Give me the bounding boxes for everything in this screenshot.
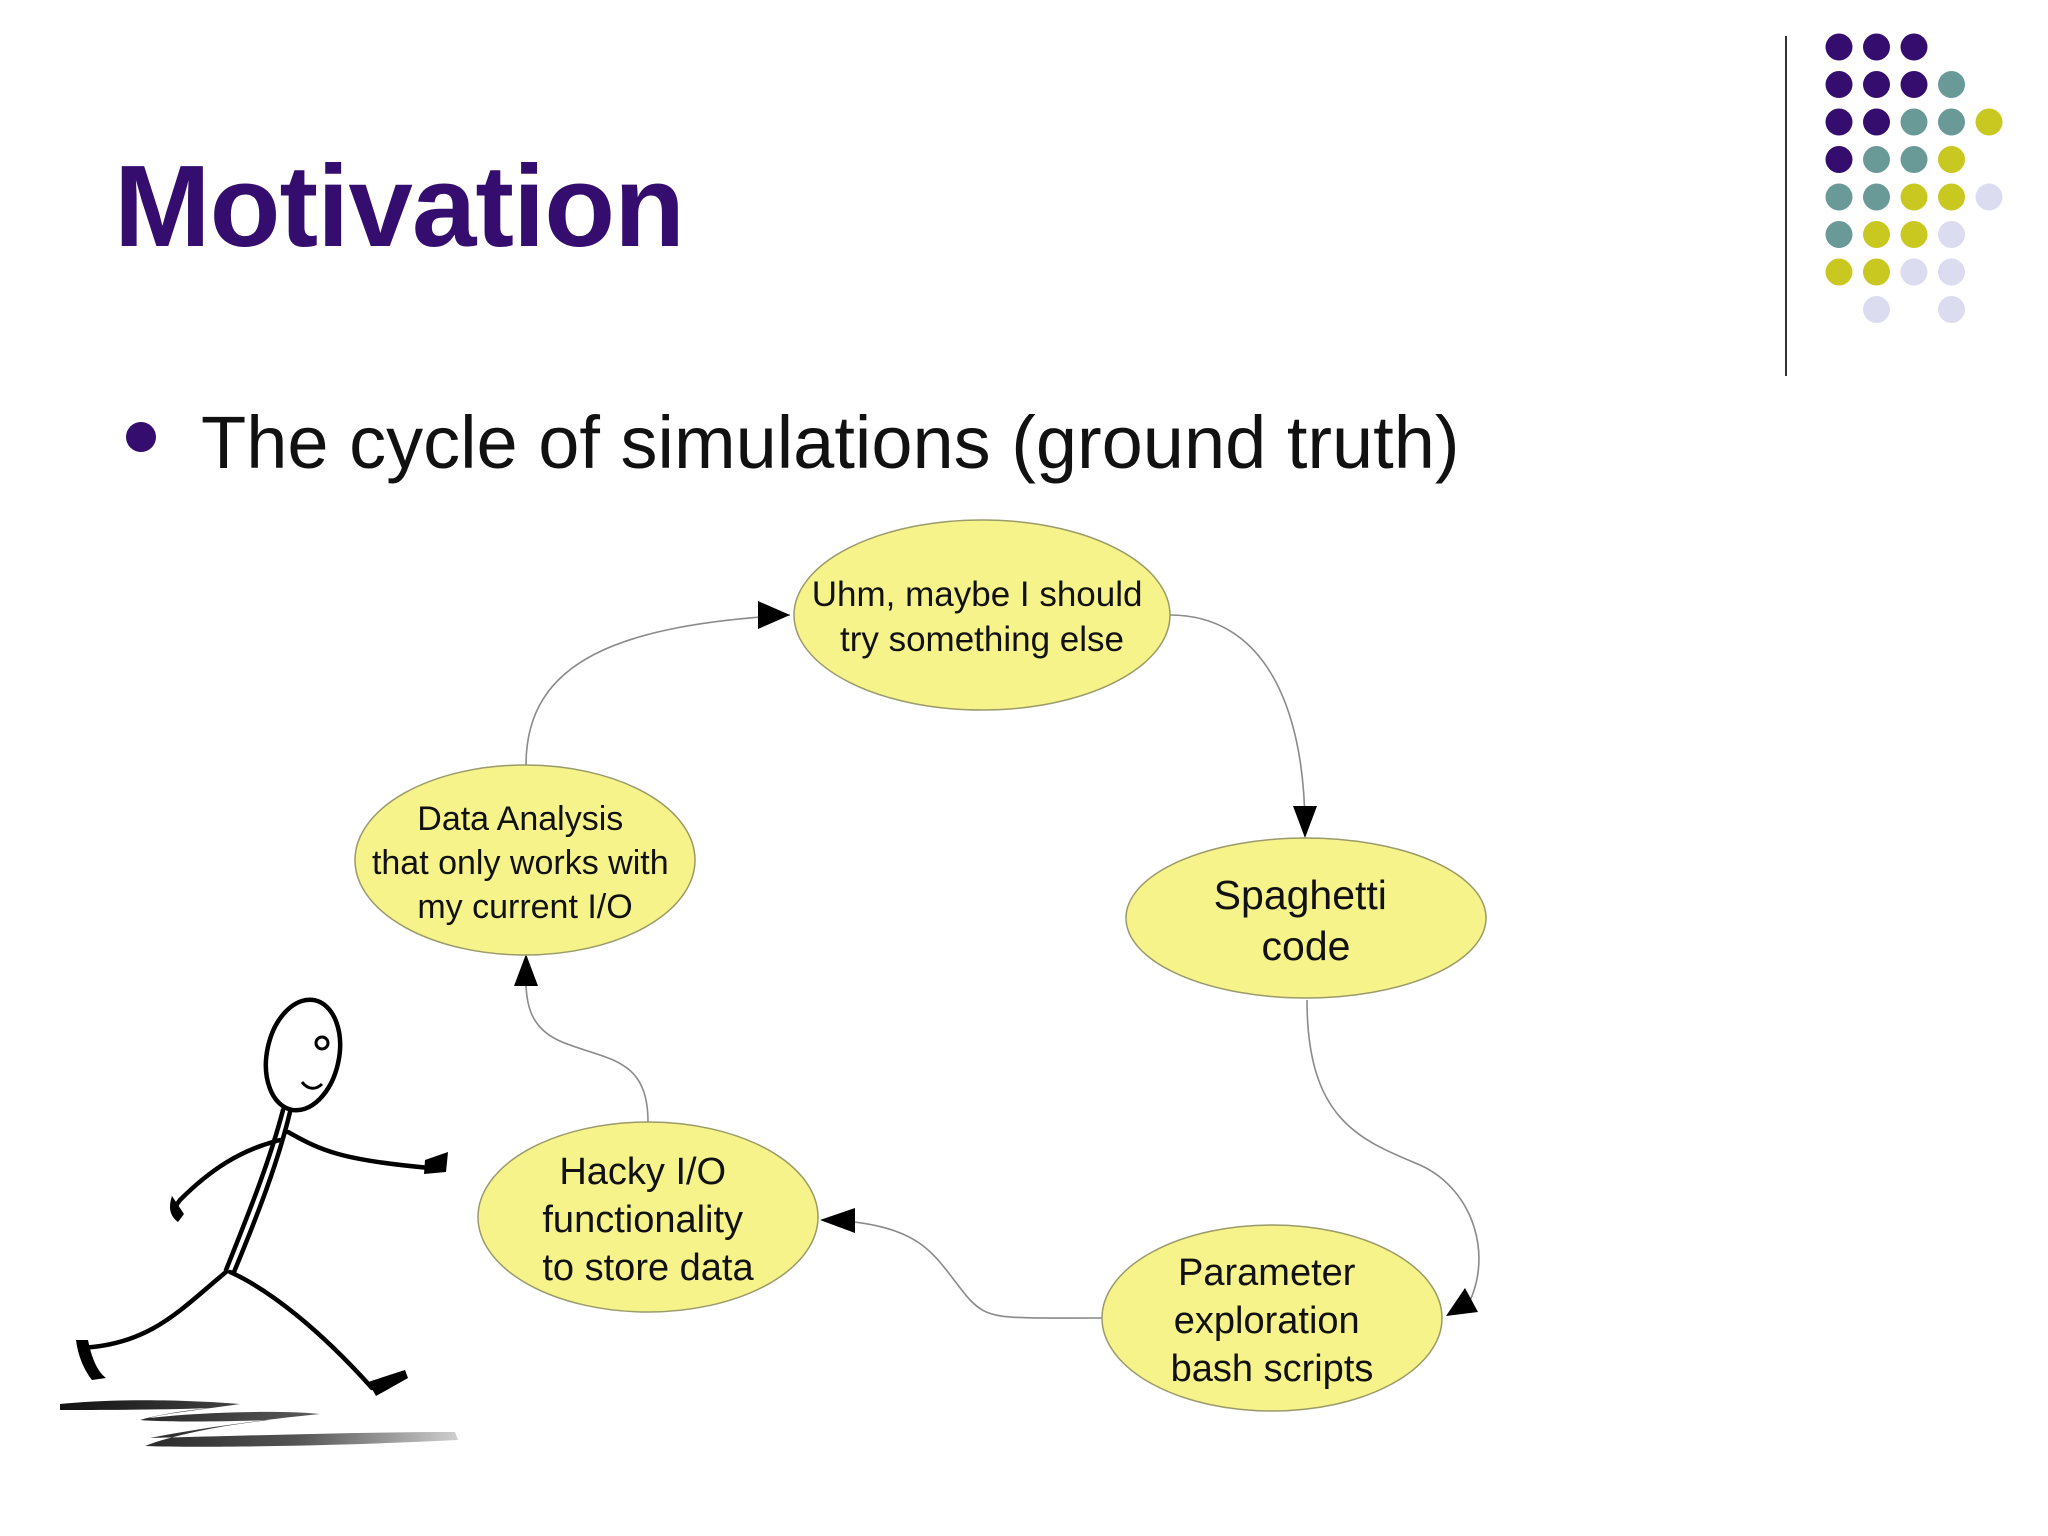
svg-text:Data Analysis that onl: Data Analysis that only works with my cu…: [372, 800, 678, 926]
connectors: [524, 614, 1480, 1319]
decor-dot: [1825, 33, 1853, 61]
node-parameter-line-2: exploration: [1174, 1300, 1360, 1342]
decor-dot: [1938, 221, 1965, 248]
decor-dot: [1938, 183, 1965, 211]
arrow-hacky-to-analysis: [524, 959, 649, 1123]
node-analysis-line-2: that only works with: [372, 844, 669, 882]
decor-dot: [1938, 71, 1965, 98]
decor-dot: [1863, 71, 1890, 98]
node-spaghetti: Spaghetti code: [1125, 837, 1487, 999]
decor-dot: [1863, 108, 1890, 136]
svg-text:Parameter exploration: Parameter exploration bash scripts: [1171, 1252, 1374, 1390]
svg-text:Hacky I/O functionalit: Hacky I/O functionality to store data: [542, 1151, 754, 1289]
figure-arm-back: [172, 1137, 283, 1221]
decor-dot: [1938, 296, 1965, 323]
figure-hand-front: [424, 1152, 448, 1174]
node-hacky-line-3: to store data: [542, 1247, 754, 1289]
decor-dot: [1900, 108, 1928, 136]
decor-dot: [1825, 71, 1853, 98]
decor-dot: [1900, 146, 1928, 173]
decor-dot: [1938, 108, 1965, 136]
slide-title: Motivation: [114, 141, 685, 271]
divider-line: [1785, 36, 1787, 376]
decor-dot: [1863, 221, 1890, 248]
figure-arm-front: [285, 1129, 433, 1171]
decor-dot: [1863, 258, 1890, 286]
node-spaghetti-line-1: Spaghetti: [1214, 872, 1387, 918]
decor-dot: [1863, 183, 1890, 211]
motion-shadow: [60, 1400, 458, 1447]
node-hacky: Hacky I/O functionality to store data: [477, 1121, 819, 1313]
decor-dot: [1863, 146, 1890, 173]
bullet-text: The cycle of simulations (ground truth): [201, 401, 1460, 484]
arrowhead-to-uhm: [758, 601, 790, 629]
arrowhead-to-spaghetti: [1293, 806, 1317, 838]
decor-dot: [1825, 183, 1853, 211]
figure-head: [263, 997, 343, 1113]
node-parameter-line-3: bash scripts: [1171, 1348, 1374, 1390]
decor-dot: [1938, 258, 1965, 286]
decor-dot: [1825, 146, 1853, 173]
decor-dot: [1975, 108, 2003, 136]
node-spaghetti-line-2: code: [1262, 923, 1351, 969]
node-analysis: Data Analysis that only works with my cu…: [354, 764, 696, 956]
decor-dot: [1825, 108, 1853, 136]
figure-body: [223, 1107, 286, 1273]
arrow-parameter-to-hacky: [829, 1219, 1103, 1319]
arrowheads: [514, 601, 1478, 1316]
figure-leg-back: [77, 1269, 229, 1351]
svg-text:Uhm, maybe I should tr: Uhm, maybe I should try something else: [812, 575, 1152, 659]
node-analysis-line-1: Data Analysis: [417, 800, 623, 838]
svg-text:Spaghetti code: Spaghetti code: [1214, 872, 1399, 969]
decor-dot: [1900, 183, 1928, 211]
decor-dot: [1938, 146, 1965, 173]
figure-foot-back: [76, 1340, 106, 1380]
node-uhm-line-2: try something else: [840, 620, 1124, 659]
running-stick-figure-icon: [60, 997, 458, 1447]
decor-dot: [1825, 221, 1853, 248]
decor-dot: [1863, 33, 1890, 61]
arrow-spaghetti-to-parameter: [1306, 999, 1480, 1311]
node-hacky-line-2: functionality: [542, 1199, 743, 1241]
arrow-uhm-to-spaghetti: [1169, 614, 1306, 831]
decor-dot: [1900, 221, 1928, 248]
node-parameter-line-1: Parameter: [1178, 1252, 1356, 1294]
figure-mouth: [300, 1081, 324, 1090]
figure-eye: [314, 1035, 330, 1051]
node-uhm: Uhm, maybe I should try something else: [793, 519, 1171, 711]
decor-dot: [1975, 183, 2003, 211]
node-parameter: Parameter exploration bash scripts: [1101, 1224, 1443, 1412]
arrowhead-to-parameter: [1446, 1288, 1478, 1316]
decor-dot: [1900, 33, 1928, 61]
node-hacky-line-1: Hacky I/O: [559, 1151, 726, 1193]
node-analysis-line-3: my current I/O: [417, 888, 632, 926]
bullet-icon: [126, 422, 156, 452]
figure-hand-back: [170, 1196, 184, 1222]
figure-leg-front: [227, 1269, 375, 1391]
figure-foot-front: [368, 1370, 408, 1396]
decor-dot: [1863, 296, 1890, 323]
decor-dot: [1900, 258, 1928, 286]
decor-dot: [1900, 71, 1928, 98]
arrow-analysis-to-uhm: [525, 614, 791, 766]
arrowhead-to-hacky: [820, 1208, 855, 1233]
decor-dot: [1825, 258, 1853, 286]
node-uhm-line-1: Uhm, maybe I should: [812, 575, 1143, 614]
arrowhead-to-analysis: [514, 954, 538, 986]
